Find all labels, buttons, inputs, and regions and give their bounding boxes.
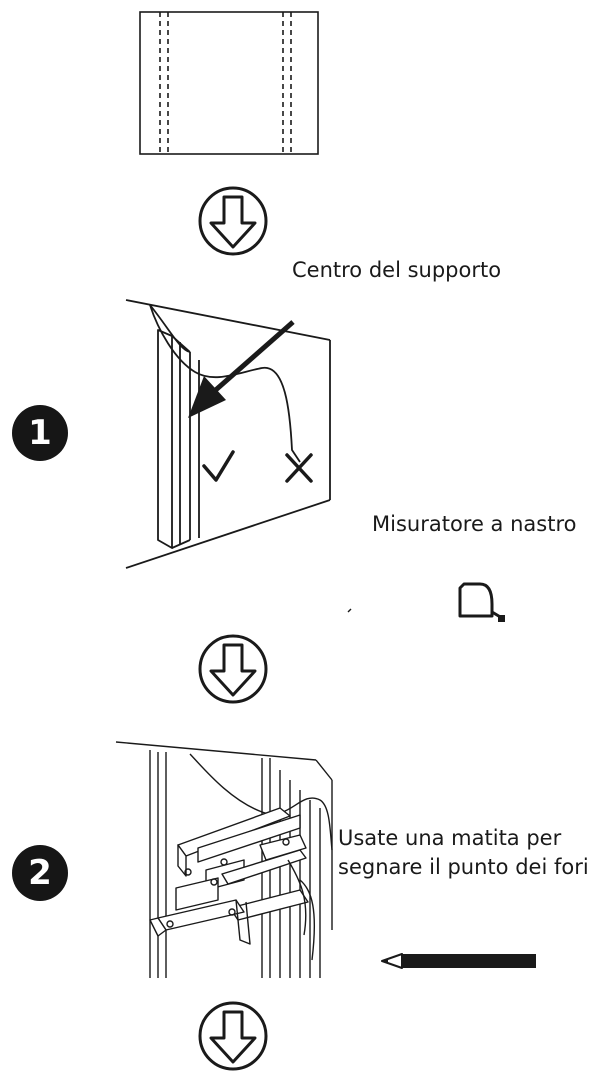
bracket-center-label: Centro del supporto [292,258,502,282]
wall-top-edge [125,299,331,341]
bracket-panel [139,11,319,155]
pencil-instruction-line-2: segnare il punto dei fori [338,855,589,879]
step-badge-2: 2 [12,845,68,901]
wall-bottom-edge [125,499,331,569]
tape-measure-icon [458,582,505,622]
step-number: 1 [28,413,52,453]
checkmark-icon [202,450,235,482]
step-number: 2 [28,853,52,893]
cross-icon [285,453,313,483]
stray-mark [347,608,352,613]
pencil-instruction-line-1: Usate una matita per [338,826,562,850]
tape-measure-label: Misuratore a nastro [372,512,577,536]
step-badge-1: 1 [12,405,68,461]
down-arrow-circle-icon [198,1001,268,1071]
pointer-arrow [188,320,295,418]
down-arrow-circle-icon [198,186,268,256]
pencil-icon [381,953,536,969]
down-arrow-circle-icon [198,634,268,704]
